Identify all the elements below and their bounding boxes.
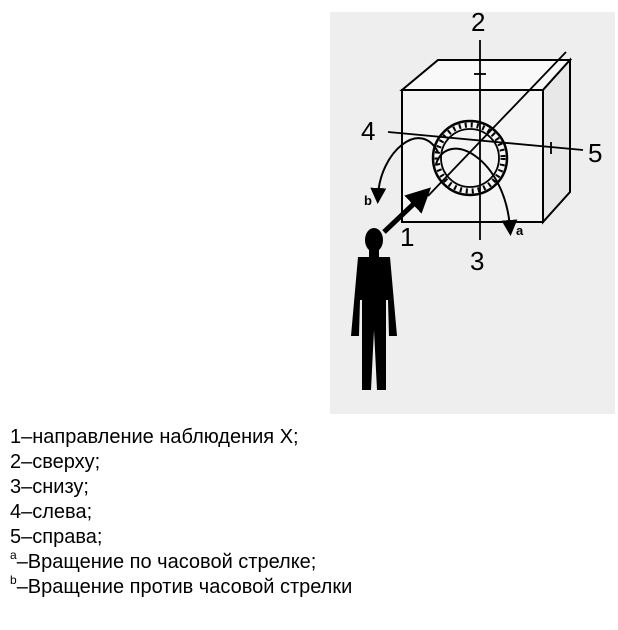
counterclockwise-arrow-b [370, 137, 439, 204]
legend-item-4: 4–слева; [10, 500, 352, 525]
label-4: 4 [361, 116, 375, 146]
legend-sup-b: b [10, 573, 17, 587]
diagonal-axis [427, 51, 567, 197]
viewing-direction-diagram: 1 2 3 4 5 a b [330, 7, 615, 414]
observer-figure [351, 228, 397, 390]
axes [387, 40, 584, 240]
label-5: 5 [588, 138, 602, 168]
legend-item-1: 1–направление наблюдения X; [10, 425, 352, 450]
label-2: 2 [471, 7, 485, 37]
legend-text: –Вращение по часовой стрелке; [16, 551, 317, 573]
legend: 1–направление наблюдения X; 2–сверху; 3–… [10, 425, 352, 600]
legend-text: –Вращение против часовой стрелки [16, 576, 353, 598]
label-b: b [364, 193, 372, 208]
legend-sup-a: a [10, 548, 17, 562]
label-a: a [516, 223, 524, 238]
clockwise-arrow-a [435, 147, 518, 236]
legend-item-b: b–Вращение против часовой стрелки [10, 573, 353, 600]
legend-text: 2–сверху; [10, 451, 101, 473]
legend-item-5: 5–справа; [10, 525, 352, 550]
cube [399, 57, 573, 225]
label-3: 3 [470, 246, 484, 276]
viewing-direction-arrow [382, 187, 432, 234]
legend-item-a: a–Вращение по часовой стрелке; [10, 548, 352, 575]
legend-text: 5–справа; [10, 526, 103, 548]
legend-text: 1–направление наблюдения X; [10, 426, 299, 448]
legend-text: 4–слева; [10, 501, 93, 523]
legend-item-2: 2–сверху; [10, 450, 352, 475]
label-1: 1 [400, 222, 414, 252]
rotating-disk [431, 119, 509, 197]
legend-text: 3–снизу; [10, 476, 89, 498]
legend-item-3: 3–снизу; [10, 475, 352, 500]
